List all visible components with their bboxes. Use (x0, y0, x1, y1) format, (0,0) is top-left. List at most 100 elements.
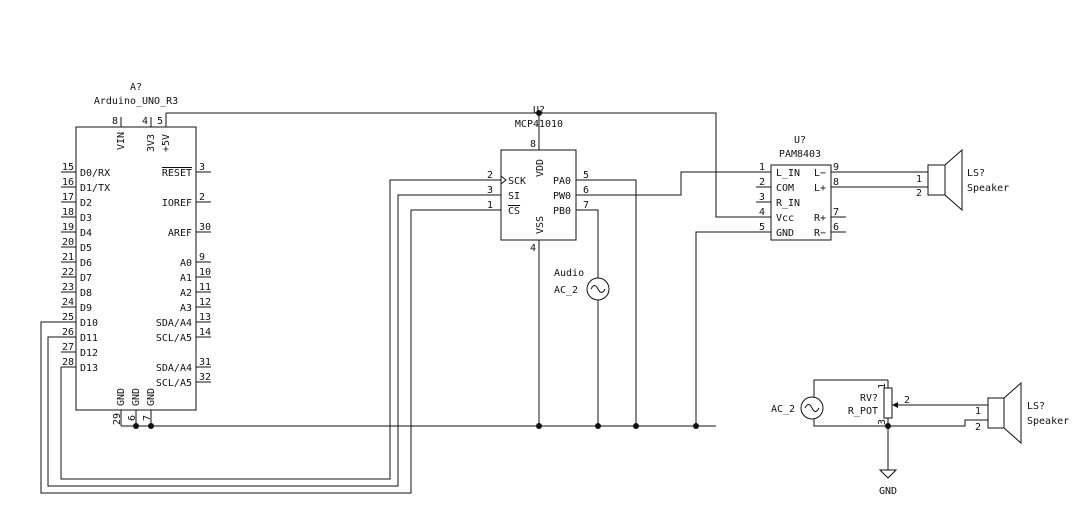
pot-ref: RV? (860, 393, 878, 404)
mcp-pin-name: VDD (535, 159, 546, 177)
arduino-pin-num: 26 (62, 327, 74, 338)
wires (40, 112, 975, 494)
junction-dot (133, 423, 139, 429)
arduino-pin-num: 12 (199, 297, 211, 308)
arduino-pin-name: D6 (80, 258, 92, 269)
ac2-source[interactable]: AC_2 (771, 396, 824, 420)
mcp-pin-name: SCK (508, 176, 526, 187)
arduino-pin-num: 18 (62, 207, 74, 218)
junction-dot (148, 423, 154, 429)
arduino-pin-num: 5 (157, 116, 163, 127)
arduino-pin-name: GND (131, 388, 142, 406)
arduino-pin-name: SDA/A4 (156, 318, 192, 329)
speaker-1[interactable]: 1 2 LS? Speaker (846, 148, 1009, 212)
ground-symbol: GND (878, 426, 898, 497)
pam-pin-name: L− (814, 168, 826, 179)
arduino-pin-num: 2 (199, 192, 205, 203)
pam-ref: U? (794, 135, 806, 146)
pam-pin-num: 7 (833, 207, 839, 218)
mcp-pin-num: 1 (487, 200, 493, 211)
arduino-ref: A? (130, 82, 142, 93)
mcp-pin-name: VSS (535, 216, 546, 234)
mcp-pin-num: 6 (583, 185, 589, 196)
arduino-pin-name: D10 (80, 318, 98, 329)
gnd-label: GND (879, 486, 897, 497)
arduino-pin-name: A3 (180, 303, 192, 314)
arduino-pin-name: A2 (180, 288, 192, 299)
mcp-pin-num: 7 (583, 200, 589, 211)
speaker-icon (987, 381, 1022, 445)
arduino-pin-num: 27 (62, 342, 74, 353)
pam-pin-name: R+ (814, 213, 826, 224)
arduino-pin-num: 21 (62, 252, 74, 263)
pot-body (883, 387, 893, 419)
audio-ac-source[interactable]: Audio AC_2 (554, 268, 610, 301)
arduino-pin-name: A1 (180, 273, 192, 284)
speaker-pin-num: 1 (975, 406, 981, 417)
arduino-pin-name: D5 (80, 243, 92, 254)
audio-source-ref: Audio (554, 268, 584, 279)
pam-pin-name: GND (776, 228, 794, 239)
arduino-pin-num: 28 (62, 357, 74, 368)
pam-pin-num: 5 (759, 222, 765, 233)
arduino-pin-num: 32 (199, 372, 211, 383)
speaker-pin-num: 2 (975, 422, 981, 433)
arduino-pin-num: 10 (199, 267, 211, 278)
junction-dot (595, 423, 601, 429)
arduino-pin-num: 16 (62, 177, 74, 188)
mcp41010-digital-pot[interactable]: U? MCP41010 8 4 VDD VSS 2 3 1 SCK SI CS … (481, 105, 596, 255)
pot-pin-num: 2 (904, 395, 910, 406)
arduino-pin-num: 11 (199, 282, 211, 293)
ground-icon (878, 469, 898, 479)
wiper-arrow-icon (892, 402, 898, 408)
arduino-pin-name: IOREF (162, 198, 192, 209)
arduino-pin-name: GND (116, 388, 127, 406)
pam-pin-name: R− (814, 228, 826, 239)
ac2-value: AC_2 (771, 404, 795, 415)
arduino-pin-num: 15 (62, 162, 74, 173)
arduino-pin-num: 8 (112, 116, 118, 127)
arduino-pin-num: 23 (62, 282, 74, 293)
junction-dot (885, 423, 891, 429)
arduino-pin-name: D7 (80, 273, 92, 284)
pam-pin-name: L+ (814, 183, 826, 194)
speaker-2[interactable]: 1 2 LS? Speaker (975, 381, 1069, 445)
arduino-pin-num: 13 (199, 312, 211, 323)
arduino-left-pins: 15 16 17 18 19 20 21 22 23 24 25 26 27 2… (61, 162, 110, 374)
junction-dot (693, 423, 699, 429)
pam-pin-num: 4 (759, 207, 765, 218)
sine-wave-icon (804, 404, 820, 412)
audio-source-value: AC_2 (554, 285, 578, 296)
arduino-pin-num: 14 (199, 327, 211, 338)
arduino-pin-num: 22 (62, 267, 74, 278)
pam8403-amplifier[interactable]: U? PAM8403 1 2 3 4 5 L_IN COM R_IN Vcc G… (756, 135, 846, 241)
mcp-pin-num: 3 (487, 185, 493, 196)
arduino-pin-name: GND (146, 388, 157, 406)
potentiometer[interactable]: RV? R_POT 1 2 3 (848, 380, 975, 426)
pam-pin-num: 8 (833, 177, 839, 188)
arduino-pin-name: D8 (80, 288, 92, 299)
arduino-pin-name: SCL/A5 (156, 333, 192, 344)
mcp-pin-num: 5 (583, 170, 589, 181)
mcp-pin-num: 4 (530, 243, 536, 254)
arduino-pin-name: D13 (80, 363, 98, 374)
arduino-pin-num: 7 (142, 415, 153, 421)
mcp-pin-name: SI (508, 191, 520, 202)
arduino-uno-r3[interactable]: A? Arduino_UNO_R3 8 4 5 VIN 3V3 +5V (61, 82, 211, 426)
pam-pin-num: 9 (833, 162, 839, 173)
arduino-right-pins: 3 2 30 9 10 11 12 13 14 31 32 RESET IORE… (156, 162, 211, 389)
arduino-pin-num: 19 (62, 222, 74, 233)
arduino-pin-name: D1/TX (80, 183, 110, 194)
arduino-pin-name: SCL/A5 (156, 378, 192, 389)
arduino-pin-num: 20 (62, 237, 74, 248)
sine-wave-icon (590, 285, 606, 293)
mcp-pin-num: 8 (530, 139, 536, 150)
speaker-ref: LS? (967, 168, 985, 179)
arduino-pin-name: SDA/A4 (156, 363, 192, 374)
arduino-pin-name: A0 (180, 258, 192, 269)
pam-pin-name: COM (776, 183, 794, 194)
arduino-value: Arduino_UNO_R3 (94, 96, 178, 107)
pam-pin-name: Vcc (776, 213, 794, 224)
arduino-pin-name: 3V3 (146, 134, 157, 152)
